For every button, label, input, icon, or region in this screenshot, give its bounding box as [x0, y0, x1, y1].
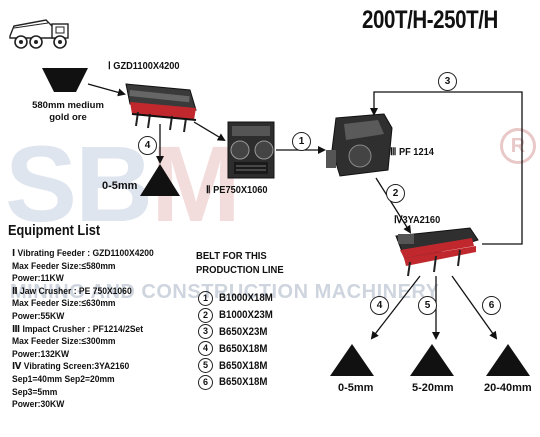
equipment-list-heading: Equipment List: [8, 222, 101, 239]
flow-number-3: 3: [438, 72, 457, 91]
belt-heading-line1: BELT FOR THIS: [196, 250, 267, 262]
product-pile-bottom-3: [486, 344, 530, 376]
belt-item-number: 3: [198, 324, 213, 340]
output-bottom-1-label: 0-5mm: [338, 382, 374, 394]
screen-label: Ⅳ3YA2160: [394, 214, 441, 226]
belt-item: 4 B650X18M: [198, 340, 280, 357]
belt-item-number: 5: [198, 358, 213, 374]
watermark-logo-left: SB: [5, 123, 153, 244]
arrow-hopper-to-feeder: [87, 83, 126, 97]
equipment-list: Ⅰ Vibrating Feeder : GZD1100X4200 Max Fe…: [12, 248, 170, 412]
belt-item: 5 B650X18M: [198, 357, 280, 374]
equipment-line: Max Feeder Size:≤630mm: [12, 298, 116, 310]
flow-number-1: 1: [292, 132, 311, 151]
vibrating-screen-machine: [395, 227, 479, 277]
equipment-line: Ⅳ Vibrating Screen:3YA2160: [12, 361, 130, 373]
watermark-tagline: MINING AND CONSTRUCTION MACHINERY: [10, 281, 440, 303]
feed-label: 580mm medium gold ore: [30, 100, 106, 124]
equipment-line: Power:30KW: [12, 399, 65, 411]
product-pile-left: [140, 164, 180, 196]
equipment-line: Sep1=40mm Sep2=20mm: [12, 373, 115, 385]
equipment-line: Ⅲ Impact Crusher : PF1214/2Set: [12, 323, 144, 335]
jaw-crusher-machine: [227, 121, 275, 179]
equipment-line: Ⅰ Vibrating Feeder : GZD1100X4200: [12, 248, 154, 259]
equipment-line: Max Feeder Size:≤300mm: [12, 336, 116, 348]
product-pile-bottom-2: [410, 344, 454, 376]
feed-label-line2: gold ore: [49, 112, 87, 123]
product-pile-bottom-1: [330, 344, 374, 376]
belt-item: 1 B1000X18M: [198, 290, 280, 307]
arrow-screen-to-out1: [370, 275, 421, 340]
impact-crusher-label: Ⅲ PF 1214: [390, 146, 434, 158]
belt-heading-line2: PRODUCTION LINE: [196, 263, 284, 276]
output-bottom-3-label: 20-40mm: [484, 382, 532, 394]
belt-heading: BELT FOR THIS PRODUCTION LINE: [196, 250, 284, 277]
arrow-impact-to-screen: [375, 177, 412, 234]
belt-item: 2 B1000X23M: [198, 307, 280, 324]
belt-item-value: B650X18M: [219, 342, 268, 355]
equipment-line: Power:55KW: [12, 310, 65, 322]
flow-number-5: 5: [418, 296, 437, 315]
flow-number-6: 6: [482, 296, 501, 315]
page-title: 200T/H-250T/H: [362, 6, 498, 34]
belt-item-value: B1000X18M: [219, 292, 273, 305]
jaw-crusher-label: Ⅱ PE750X1060: [206, 184, 268, 196]
equipment-line: Power:11KW: [12, 273, 64, 285]
feeder-label: Ⅰ GZD1100X4200: [108, 60, 180, 72]
belt-item-value: B650X18M: [219, 376, 268, 389]
flow-number-4-left: 4: [138, 136, 157, 155]
belt-item-value: B650X18M: [219, 359, 268, 372]
truck-icon: [9, 19, 69, 49]
feed-label-line1: 580mm medium: [32, 100, 104, 111]
belt-item-number: 2: [198, 307, 213, 323]
belt-item-value: B1000X23M: [219, 309, 273, 322]
belt-item: 3 B650X23M: [198, 324, 280, 341]
flow-number-2: 2: [386, 184, 405, 203]
belt-item-value: B650X23M: [219, 325, 268, 338]
flow-number-4-bottom: 4: [370, 296, 389, 315]
impact-crusher-machine: [326, 113, 393, 177]
watermark-logo: SBM: [5, 130, 241, 238]
arrow-feeder-to-jaw: [193, 121, 226, 142]
belt-item-number: 1: [198, 290, 213, 306]
arrow-screen-return-loop: [370, 91, 523, 245]
equipment-line: Max Feeder Size:≤580mm: [12, 260, 116, 272]
belt-item-number: 6: [198, 374, 213, 390]
belt-item: 6 B650X18M: [198, 374, 280, 391]
arrow-screen-to-out3: [451, 275, 498, 340]
vibrating-feeder-machine: [125, 83, 197, 133]
feed-hopper-shape: [42, 68, 88, 92]
belt-item-number: 4: [198, 341, 213, 357]
output-left-label: 0-5mm: [102, 180, 138, 192]
output-bottom-2-label: 5-20mm: [412, 382, 454, 394]
equipment-line: Ⅱ Jaw Crusher : PE 750X1060: [12, 285, 132, 297]
equipment-line: Sep3=5mm: [12, 386, 58, 398]
equipment-line: Power:132KW: [12, 348, 70, 360]
